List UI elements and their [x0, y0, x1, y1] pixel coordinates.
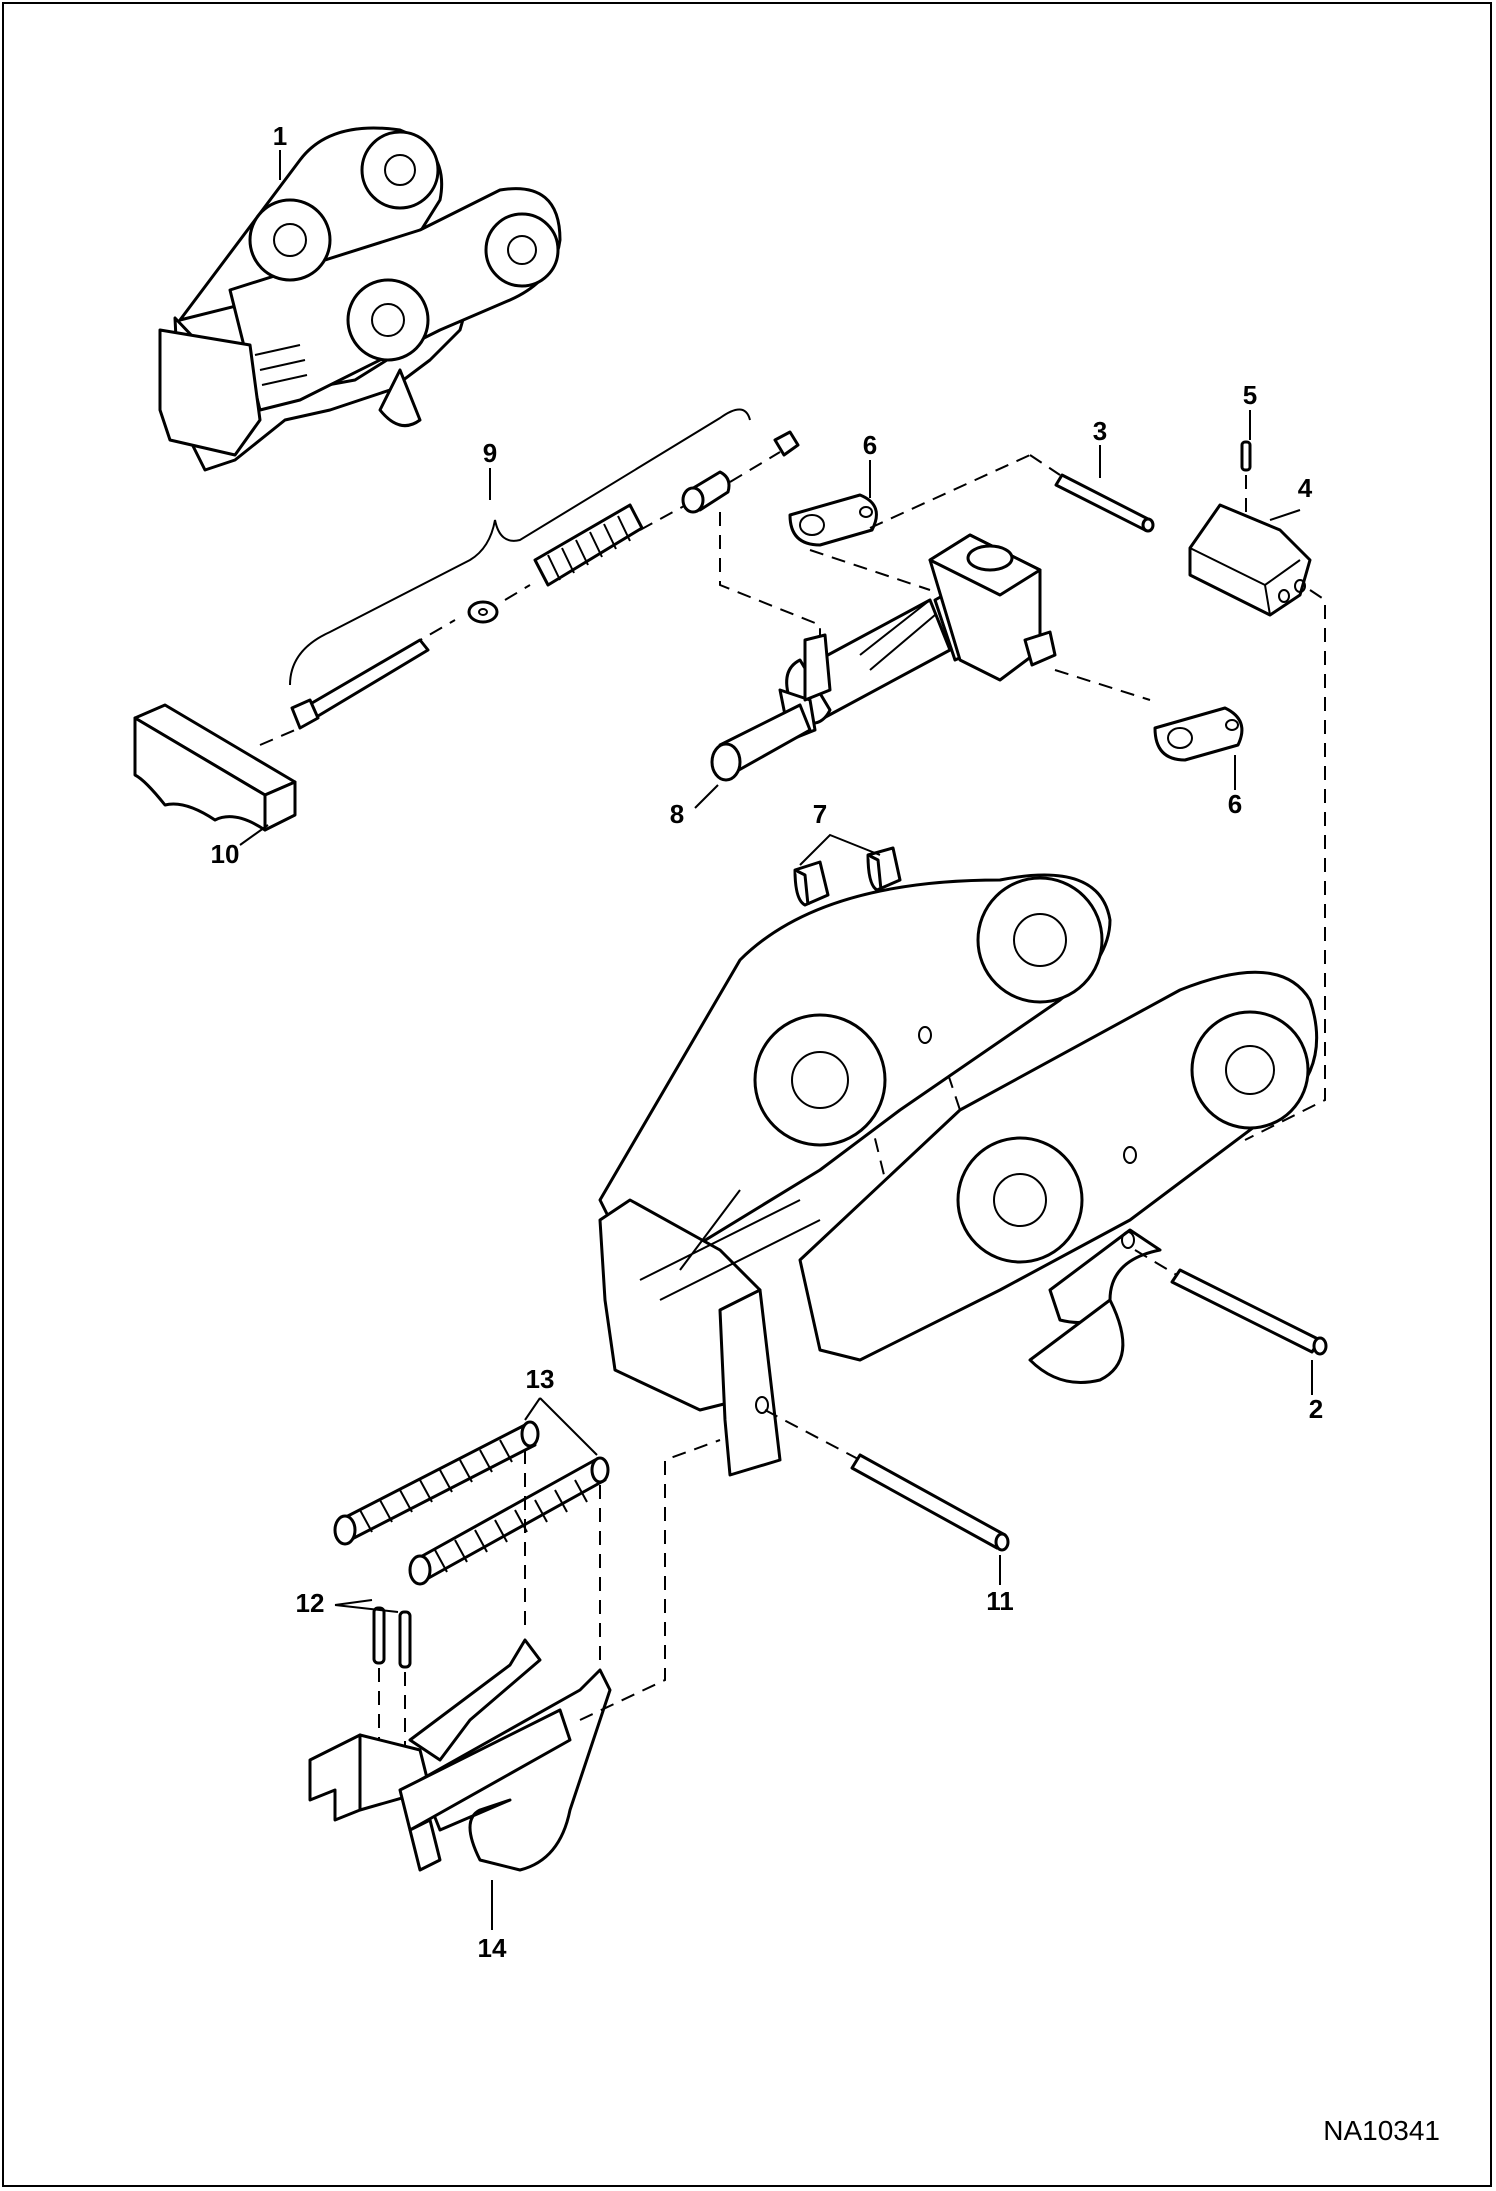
callout-5: 5 [1243, 380, 1257, 410]
main-coupler-body [598, 873, 1319, 1477]
part-5-roll-pin [1240, 440, 1252, 548]
part-1-assembled-coupler [158, 126, 562, 472]
callout-11: 11 [986, 1586, 1014, 1616]
callout-4: 4 [1298, 473, 1313, 503]
callout-13: 13 [526, 1364, 555, 1394]
callout-3: 3 [1093, 416, 1107, 446]
part-14-latch [308, 1439, 721, 1872]
part-3-pin [1029, 454, 1155, 533]
part-12-roll-pins [372, 1606, 412, 1755]
callout-7: 7 [813, 799, 827, 829]
part-9-brace [289, 408, 751, 686]
callout-1: 1 [273, 121, 287, 151]
callout-14: 14 [478, 1933, 507, 1963]
callout-10: 10 [211, 839, 240, 869]
part-8-hydraulic-cylinder [710, 512, 1057, 782]
callout-2: 2 [1309, 1394, 1323, 1424]
callout-6-upper: 6 [863, 430, 877, 460]
part-4-lock-block [1188, 503, 1326, 1141]
figure-code: NA10341 [1323, 2115, 1440, 2146]
leader-lines [239, 150, 1313, 1930]
part-6-lower-link-plate [1054, 669, 1244, 762]
callout-8: 8 [670, 799, 684, 829]
callout-numbers: 1 2 3 4 5 6 6 7 8 9 10 11 12 13 14 [211, 121, 1324, 1963]
part-10-block [133, 703, 297, 832]
callout-6-lower: 6 [1228, 789, 1242, 819]
part-9-spring-bolt-assembly [290, 430, 800, 730]
part-2-pin [1134, 1249, 1328, 1356]
callout-12: 12 [296, 1588, 325, 1618]
part-13-springs [333, 1420, 610, 1670]
part-6-upper-link-plate [788, 454, 1031, 591]
part-11-pin [764, 1409, 1010, 1552]
callout-9: 9 [483, 438, 497, 468]
